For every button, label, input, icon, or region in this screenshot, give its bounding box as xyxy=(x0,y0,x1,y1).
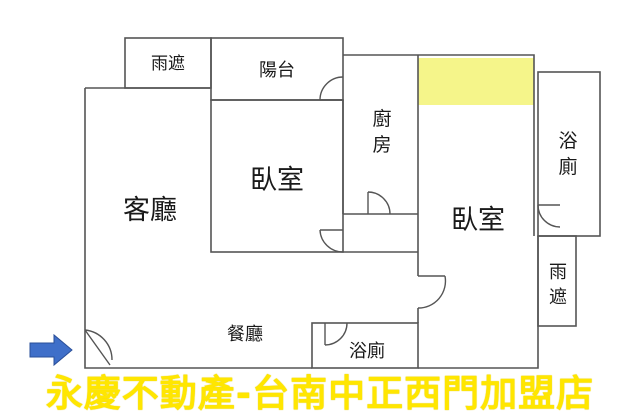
door-kitchen xyxy=(367,191,391,215)
label-dining-room: 餐廳 xyxy=(227,324,263,345)
agency-banner: 永慶不動產-台南中正西門加盟店 xyxy=(45,371,595,415)
room-bathroom-right xyxy=(537,71,601,237)
highlight-area xyxy=(418,58,534,105)
label-balcony: 陽台 xyxy=(259,60,295,81)
door-entrance xyxy=(84,329,113,366)
door-balcony xyxy=(319,76,344,101)
label-bathroom-right: 浴廁 xyxy=(558,130,577,178)
entrance-arrow-icon xyxy=(29,333,73,367)
label-kitchen: 廚房 xyxy=(372,107,391,156)
label-rain-shelter-right: 雨遮 xyxy=(549,262,567,308)
walls xyxy=(84,37,601,369)
door-bedroom-2 xyxy=(417,275,447,309)
doors xyxy=(84,76,561,366)
door-bedroom-1 xyxy=(319,229,344,253)
door-bathroom-bottom xyxy=(324,322,348,346)
label-bathroom-bottom: 浴廁 xyxy=(349,340,385,362)
label-living-room: 客廳 xyxy=(123,195,177,226)
label-rain-shelter-top: 雨遮 xyxy=(151,54,185,74)
label-bedroom-1: 臥室 xyxy=(250,165,304,196)
room-bathroom-bottom xyxy=(311,322,419,369)
label-bedroom-2: 臥室 xyxy=(451,205,505,236)
door-bathroom-right xyxy=(537,204,561,228)
